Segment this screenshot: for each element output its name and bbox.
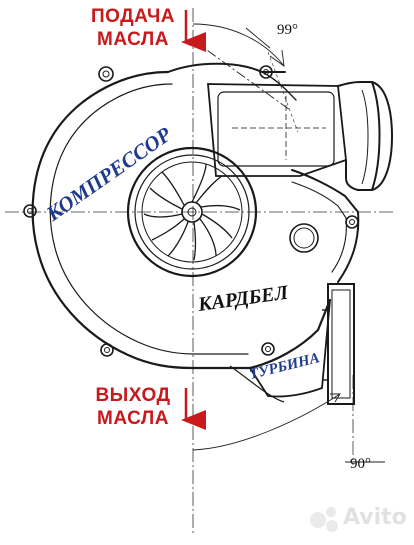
impeller-blades [143, 163, 241, 261]
oil-supply-line1: ПОДАЧА [90, 6, 176, 27]
oil-supply-line2: МАСЛА [97, 29, 169, 50]
compressor-inlet [126, 146, 258, 278]
angle-bottom-value: 90° [350, 456, 371, 472]
angle-90-arc [192, 393, 385, 463]
compressor-outlet [207, 81, 394, 191]
turbine-flange [229, 283, 355, 405]
angle-top-value: 99° [277, 22, 298, 38]
oil-outlet-label: ВЫХОД МАСЛА [83, 384, 183, 430]
centerlines [5, 8, 395, 535]
watermark-text: Avito [343, 505, 407, 530]
avito-logo-icon [310, 507, 338, 532]
angle-99-arc [192, 23, 299, 133]
oil-supply-label: ПОДАЧА МАСЛА [83, 5, 183, 51]
oil-outlet-line1: ВЫХОД [95, 385, 171, 406]
oil-outlet-line2: МАСЛА [97, 408, 169, 429]
